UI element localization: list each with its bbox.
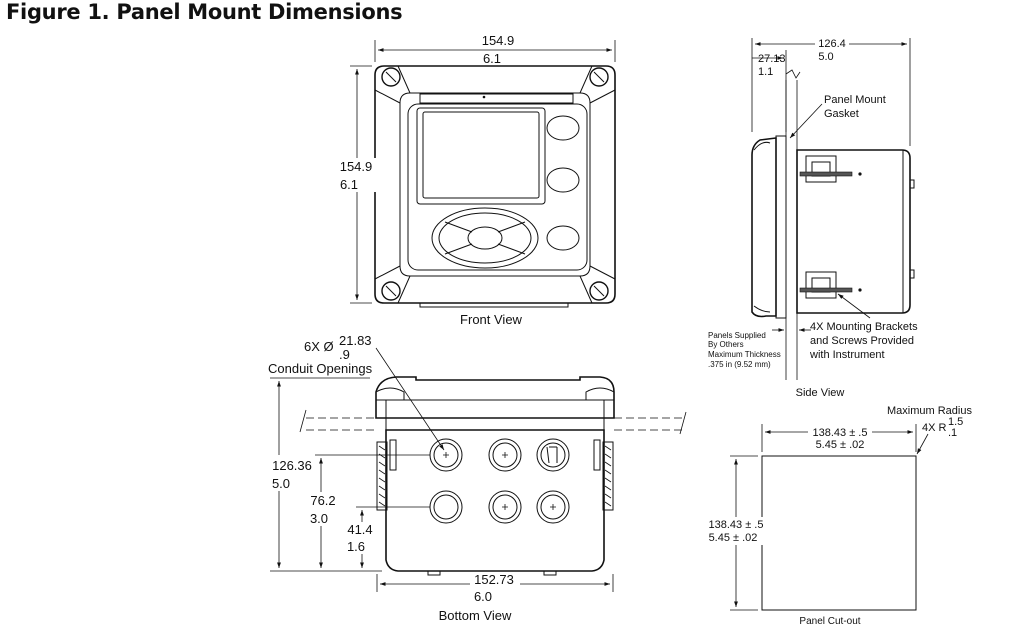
front-view-label: Front View xyxy=(460,312,523,327)
cutout-radius-label: Maximum Radius xyxy=(887,405,972,417)
bottom-h2-in: 3.0 xyxy=(310,511,328,526)
bottom-width-in: 6.0 xyxy=(474,589,492,604)
cutout-width-in: 5.45 ± .02 xyxy=(816,439,865,451)
bottom-h1-mm: 126.36 xyxy=(272,458,312,473)
front-width-in: 6.1 xyxy=(483,51,501,66)
figure-title: Figure 1. Panel Mount Dimensions xyxy=(6,0,403,24)
conduit-mm: 21.83 xyxy=(339,333,372,348)
brackets-label-1: 4X Mounting Brackets xyxy=(810,321,918,333)
gasket-label-1: Panel Mount xyxy=(824,94,886,106)
side-view: 126.4 5.0 27.13 1.1 Panel Mount Gasket P… xyxy=(708,36,918,399)
side-lip-mm: 27.13 xyxy=(758,53,786,65)
front-height-mm: 154.9 xyxy=(340,159,373,174)
conduit-openings xyxy=(429,438,570,524)
cutout-label: Panel Cut-out xyxy=(799,616,860,627)
bottom-width-mm: 152.73 xyxy=(474,572,514,587)
cutout-radius-in: .1 xyxy=(948,427,957,439)
cutout-radius-mm: 1.5 xyxy=(948,416,963,428)
front-width-mm: 154.9 xyxy=(482,33,515,48)
panels-label-1: Panels Supplied xyxy=(708,331,766,340)
front-screws xyxy=(381,67,609,301)
panels-label-4: .375 in (9.52 mm) xyxy=(708,360,771,369)
side-view-label: Side View xyxy=(796,387,845,399)
cutout-height-in: 5.45 ± .02 xyxy=(709,532,758,544)
brackets-label-3: with Instrument xyxy=(809,349,885,361)
side-depth-mm: 126.4 xyxy=(818,38,846,50)
bottom-h3-in: 1.6 xyxy=(347,539,365,554)
bottom-h3-mm: 41.4 xyxy=(347,522,372,537)
conduit-count: 6X Ø xyxy=(304,339,334,354)
cutout-width-mm: 138.43 ± .5 xyxy=(813,427,868,439)
side-lip-in: 1.1 xyxy=(758,66,773,78)
bottom-h1-in: 5.0 xyxy=(272,476,290,491)
side-depth-in: 5.0 xyxy=(818,51,833,63)
conduit-in: .9 xyxy=(339,347,350,362)
gasket-label-2: Gasket xyxy=(824,108,859,120)
cutout-radius-prefix: 4X R xyxy=(922,422,947,434)
bottom-view: 6X Ø 21.83 .9 Conduit Openings 126.36 5.… xyxy=(268,333,687,623)
front-view: 154.9 6.1 154.9 6.1 Front View xyxy=(338,32,616,327)
front-height-in: 6.1 xyxy=(340,177,358,192)
bottom-h2-mm: 76.2 xyxy=(310,493,335,508)
panel-cutout: 138.43 ± .5 5.45 ± .02 138.43 ± .5 5.45 … xyxy=(708,405,972,627)
panels-label-3: Maximum Thickness xyxy=(708,350,781,359)
conduit-label: Conduit Openings xyxy=(268,361,373,376)
bottom-view-label: Bottom View xyxy=(439,608,512,623)
panels-label-2: By Others xyxy=(708,340,744,349)
cutout-height-mm: 138.43 ± .5 xyxy=(709,519,764,531)
brackets-label-2: and Screws Provided xyxy=(810,335,914,347)
